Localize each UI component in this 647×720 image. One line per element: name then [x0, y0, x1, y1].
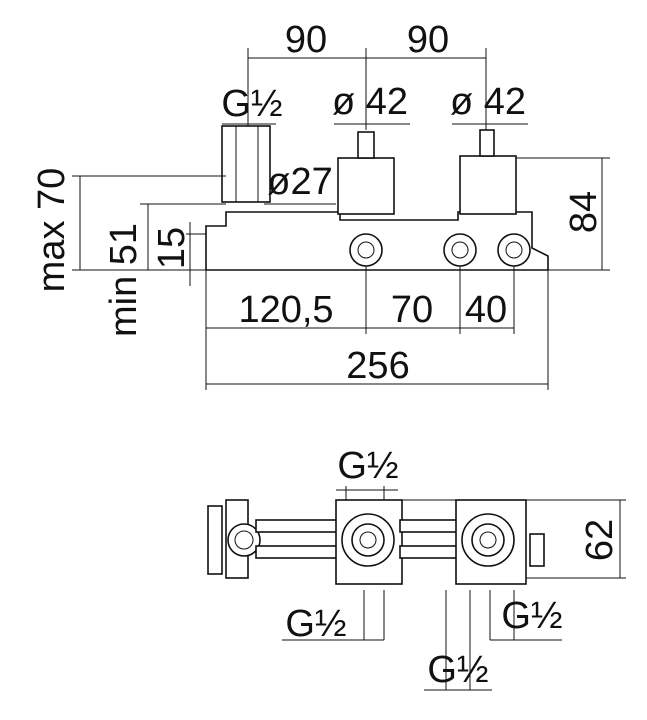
dim-90-left: 90 [285, 19, 327, 61]
inlet-fitting [227, 523, 261, 557]
dim-max-70: max 70 [31, 168, 73, 293]
dim-15: 15 [151, 227, 193, 269]
thread-label-top: G½ [221, 83, 282, 125]
thread-label-right: G½ [501, 595, 562, 637]
dim-84: 84 [563, 191, 605, 233]
rail-mid-upper [399, 519, 461, 533]
right-tab [529, 533, 545, 567]
outlet-middle [443, 233, 477, 267]
dim-40: 40 [465, 289, 507, 331]
outlet-right [497, 233, 531, 267]
spindle-left [357, 131, 375, 159]
dim-90-right: 90 [407, 19, 449, 61]
spindle-right [479, 129, 495, 157]
cartridge-left [337, 157, 395, 215]
thread-label-left: G½ [285, 603, 346, 645]
thread-label-bottom: G½ [427, 649, 488, 691]
diameter-42-right: ø 42 [450, 81, 526, 123]
dim-256: 256 [346, 345, 409, 387]
rail-upper [255, 519, 347, 533]
dim-min-51: min 51 [103, 223, 145, 337]
rail-lower [255, 545, 347, 559]
rail-mid-lower [399, 545, 461, 559]
bottom-view: G½ 62 G½ G½ [207, 445, 626, 691]
cartridge-right [459, 155, 517, 215]
dim-120-5: 120,5 [238, 289, 333, 331]
inlet-pipe-top [221, 125, 271, 203]
dim-70: 70 [391, 289, 433, 331]
diameter-42-left: ø 42 [332, 81, 408, 123]
top-view: 90 90 G½ ø 42 ø 42 ø27 max [31, 19, 610, 390]
dim-62: 62 [579, 519, 621, 561]
wall-flange [207, 505, 223, 575]
thread-label-bottom-top: G½ [337, 445, 398, 487]
diameter-27: ø27 [267, 161, 332, 203]
outlet-left [349, 233, 383, 267]
